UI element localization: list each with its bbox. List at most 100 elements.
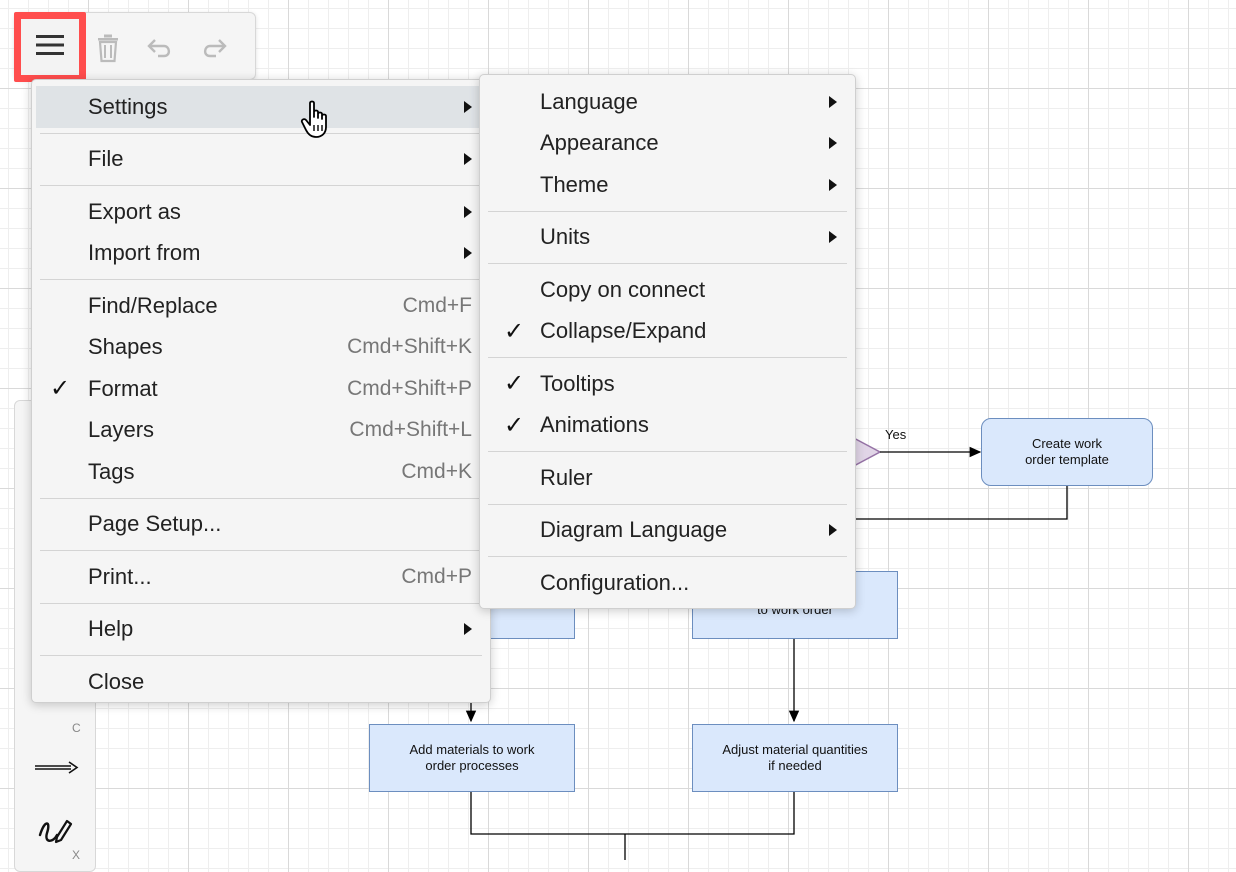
menu-item-label: Ruler: [540, 464, 593, 490]
menu-item-layers[interactable]: Layers Cmd+Shift+L: [36, 410, 486, 452]
menu-divider: [40, 655, 482, 656]
menu-item-label: Import from: [88, 240, 201, 266]
menu-item-format[interactable]: ✓ Format Cmd+Shift+P: [36, 368, 486, 410]
menu-item-label: Units: [540, 224, 591, 250]
submenu-arrow-icon: [464, 153, 472, 166]
submenu-arrow-icon: [464, 623, 472, 636]
undo-icon[interactable]: [145, 33, 175, 63]
menu-item-shapes[interactable]: Shapes Cmd+Shift+K: [36, 327, 486, 369]
menu-item-file[interactable]: File: [36, 139, 486, 181]
menu-item-print[interactable]: Print... Cmd+P: [36, 556, 486, 598]
menu-item-shortcut: Cmd+K: [401, 459, 472, 483]
submenu-arrow-icon: [464, 247, 472, 260]
menu-item-collapse-expand[interactable]: ✓ Collapse/Expand: [484, 311, 851, 353]
menu-item-label: Tags: [88, 458, 135, 484]
menu-item-help[interactable]: Help: [36, 609, 486, 651]
menu-item-ruler[interactable]: Ruler: [484, 457, 851, 499]
redo-icon[interactable]: [199, 33, 229, 63]
top-toolbar: [14, 12, 256, 82]
menu-item-tooltips[interactable]: ✓ Tooltips: [484, 363, 851, 405]
submenu-arrow-icon: [829, 524, 837, 537]
menu-item-theme[interactable]: Theme: [484, 164, 851, 206]
menu-item-label: Export as: [88, 198, 181, 224]
menu-divider: [488, 451, 847, 452]
menu-divider: [488, 210, 847, 212]
edge-merge-right[interactable]: [625, 792, 795, 835]
menu-item-tags[interactable]: Tags Cmd+K: [36, 451, 486, 493]
menu-item-label: Diagram Language: [540, 517, 728, 543]
menu-item-import-from[interactable]: Import from: [36, 233, 486, 275]
hand-pointer-cursor-icon: [300, 100, 336, 140]
menu-item-label: Format: [88, 375, 158, 401]
menu-divider: [488, 263, 847, 264]
edge-merge-left[interactable]: [470, 792, 625, 835]
menu-item-label: Theme: [540, 171, 609, 197]
menu-item-label: Layers: [88, 417, 155, 443]
sidebar-letter-x: X: [72, 848, 81, 862]
menu-divider: [40, 132, 482, 134]
menu-item-shortcut: Cmd+Shift+P: [347, 376, 472, 400]
node-label: Create work order template: [1025, 436, 1109, 467]
menu-item-shortcut: Cmd+P: [401, 564, 472, 588]
menu-divider: [40, 497, 482, 499]
menu-item-label: Configuration...: [540, 569, 690, 595]
menu-item-animations[interactable]: ✓ Animations: [484, 405, 851, 447]
menu-item-label: Close: [88, 668, 145, 694]
node-label: Adjust material quantities if needed: [722, 742, 868, 773]
menu-divider: [488, 357, 847, 358]
menu-item-shortcut: Cmd+F: [402, 293, 472, 317]
menu-divider: [488, 503, 847, 505]
menu-item-label: Animations: [540, 412, 649, 438]
node-add-materials[interactable]: Add materials to work order processes: [369, 724, 575, 792]
menu-item-label: Language: [540, 88, 638, 114]
freehand-draw-icon[interactable]: [37, 813, 73, 852]
menu-item-configuration[interactable]: Configuration...: [484, 562, 851, 604]
menu-item-label: Print...: [88, 563, 152, 589]
main-menu: Settings File Export as Import from Find…: [31, 79, 491, 703]
settings-submenu: Language Appearance Theme Units Copy on …: [479, 74, 856, 609]
trash-icon[interactable]: [93, 33, 123, 63]
menu-divider: [40, 602, 482, 604]
menu-item-label: Copy on connect: [540, 276, 706, 302]
menu-item-diagram-language[interactable]: Diagram Language: [484, 510, 851, 552]
checkmark-icon: ✓: [504, 411, 525, 439]
submenu-arrow-icon: [829, 137, 837, 150]
menu-item-export-as[interactable]: Export as: [36, 191, 486, 233]
menu-item-find-replace[interactable]: Find/Replace Cmd+F: [36, 285, 486, 327]
menu-item-label: Collapse/Expand: [540, 318, 707, 344]
menu-divider: [40, 185, 482, 186]
menu-item-shortcut: Cmd+Shift+L: [349, 418, 472, 442]
submenu-arrow-icon: [829, 95, 837, 108]
menu-item-label: Help: [88, 616, 134, 642]
main-menu-button[interactable]: [14, 12, 86, 82]
node-create-work-order-template[interactable]: Create work order template: [981, 418, 1153, 486]
submenu-arrow-icon: [464, 100, 472, 113]
connector-arrow-icon[interactable]: [33, 759, 79, 780]
menu-item-close[interactable]: Close: [36, 661, 486, 703]
checkmark-icon: ✓: [504, 370, 525, 398]
menu-item-shortcut: Cmd+Shift+K: [347, 335, 472, 359]
menu-item-copy-on-connect[interactable]: Copy on connect: [484, 269, 851, 311]
menu-item-label: Page Setup...: [88, 511, 222, 537]
menu-item-language[interactable]: Language: [484, 81, 851, 123]
menu-item-label: Settings: [88, 93, 168, 119]
checkmark-icon: ✓: [50, 375, 71, 403]
sidebar-letter-c: C: [72, 721, 81, 735]
menu-item-label: Appearance: [540, 130, 659, 156]
node-adjust-quantities[interactable]: Adjust material quantities if needed: [692, 724, 898, 792]
edge-template-return[interactable]: [856, 486, 1068, 520]
submenu-arrow-icon: [829, 178, 837, 191]
menu-item-label: Shapes: [88, 334, 163, 360]
menu-item-label: Tooltips: [540, 370, 615, 396]
menu-divider: [488, 556, 847, 557]
menu-item-label: Find/Replace: [88, 292, 218, 318]
menu-item-units[interactable]: Units: [484, 217, 851, 259]
menu-divider: [40, 550, 482, 551]
menu-item-page-setup[interactable]: Page Setup...: [36, 504, 486, 546]
menu-item-appearance[interactable]: Appearance: [484, 123, 851, 165]
menu-item-settings[interactable]: Settings: [36, 86, 486, 128]
menu-item-label: File: [88, 146, 124, 172]
hamburger-menu-icon: [35, 34, 65, 61]
menu-divider: [40, 279, 482, 280]
